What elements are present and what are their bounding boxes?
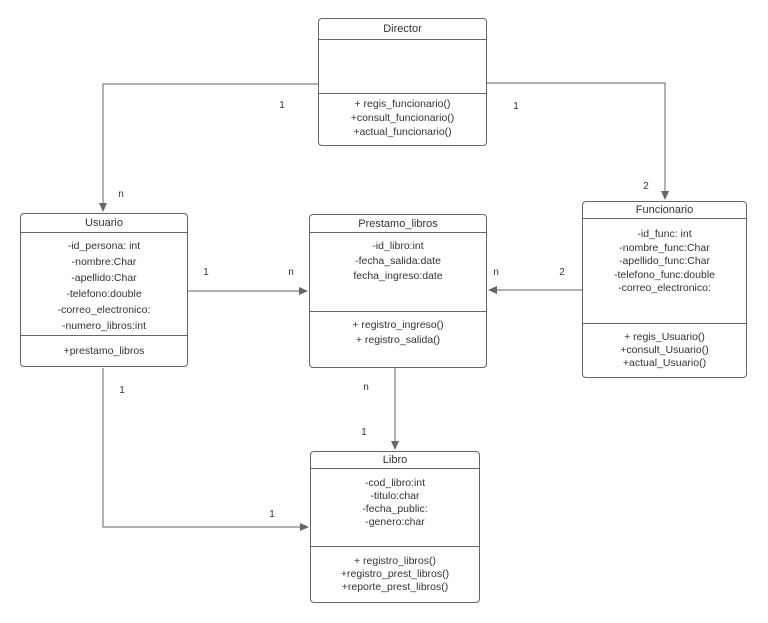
class-prestamo-libros-methods: + registro_ingreso() + registro_salida() [310, 312, 486, 367]
attribute: -id_persona: int [67, 240, 141, 252]
attribute: -cod_libro:int [364, 477, 426, 489]
class-director-title: Director [319, 19, 486, 40]
method: +actual_funcionario() [353, 126, 452, 138]
class-prestamo-libros-attributes: -id_libro:int -fecha_salida:date fecha_i… [310, 233, 486, 312]
class-director-methods: + regis_funcionario() +consult_funcionar… [319, 94, 486, 145]
class-usuario[interactable]: Usuario -id_persona: int -nombre:Char -a… [20, 213, 188, 367]
attribute: -apellido:Char [71, 272, 137, 284]
class-libro-attributes: -cod_libro:int -titulo:char -fecha_publi… [311, 469, 479, 547]
multiplicity-label: 1 [513, 101, 519, 112]
method: + registro_ingreso() [352, 319, 444, 331]
attribute: -telefono:double [66, 288, 142, 300]
class-prestamo-libros-title: Prestamo_libros [310, 215, 486, 233]
class-usuario-methods: +prestamo_libros [21, 336, 187, 366]
multiplicity-label: 2 [559, 267, 565, 278]
connector-director-usuario [99, 83, 318, 212]
attribute: -correo_electronico: [618, 282, 711, 294]
class-libro[interactable]: Libro -cod_libro:int -titulo:char -fecha… [310, 451, 480, 603]
method: + registro_libros() [354, 555, 436, 567]
class-funcionario-attributes: -id_func: int -nombre_func:Char -apellid… [583, 219, 746, 324]
attribute: -correo_electronico: [57, 304, 151, 316]
attribute: -telefono_func:double [614, 268, 715, 281]
class-funcionario-title: Funcionario [583, 202, 746, 219]
multiplicity-label: n [118, 189, 124, 200]
method: +prestamo_libros [63, 345, 145, 357]
multiplicity-label: 2 [643, 181, 649, 192]
class-usuario-title: Usuario [21, 214, 187, 233]
class-funcionario-methods: + regis_Usuario() +consult_Usuario() +ac… [583, 324, 746, 377]
attribute: -apellido_func:Char [618, 255, 711, 267]
class-director-attributes [319, 40, 486, 94]
attribute: -numero_libros:int [61, 320, 147, 332]
attribute: -nombre_func:Char [619, 241, 710, 254]
multiplicity-label: n [493, 267, 499, 278]
multiplicity-label: n [363, 382, 369, 393]
multiplicity-label: 1 [119, 385, 125, 396]
class-libro-title: Libro [311, 452, 479, 469]
method: +consult_Usuario() [620, 344, 709, 356]
class-usuario-attributes: -id_persona: int -nombre:Char -apellido:… [21, 233, 187, 336]
attribute: -titulo:char [370, 490, 420, 502]
class-funcionario[interactable]: Funcionario -id_func: int -nombre_func:C… [582, 201, 747, 378]
method: + regis_Usuario() [624, 331, 705, 343]
connector-usuario-libro [102, 368, 309, 531]
class-libro-methods: + registro_libros() +registro_prest_libr… [311, 547, 479, 602]
class-prestamo-libros[interactable]: Prestamo_libros -id_libro:int -fecha_sal… [309, 214, 487, 368]
method: + registro_salida() [355, 334, 441, 346]
attribute: -fecha_salida:date [355, 255, 441, 267]
multiplicity-label: 1 [279, 100, 285, 111]
class-director[interactable]: Director + regis_funcionario() +consult_… [318, 18, 487, 146]
method: +actual_Usuario() [622, 357, 707, 369]
method: + regis_funcionario() [354, 98, 451, 110]
method: +consult_funcionario() [350, 112, 455, 124]
multiplicity-label: n [288, 267, 294, 278]
attribute: -nombre:Char [71, 256, 137, 268]
attribute: -id_libro:int [372, 240, 424, 252]
method: +registro_prest_libros() [340, 568, 450, 580]
multiplicity-label: 1 [361, 427, 367, 438]
connector-director-funcionario [487, 82, 669, 200]
multiplicity-label: 1 [269, 509, 275, 520]
attribute: -fecha_public: [362, 503, 428, 515]
multiplicity-label: 1 [203, 267, 209, 278]
attribute: -genero:char [365, 516, 425, 528]
attribute: fecha_ingreso:date [353, 270, 443, 282]
attribute: -id_func: int [637, 228, 692, 240]
method: +reporte_prest_libros() [341, 581, 449, 593]
